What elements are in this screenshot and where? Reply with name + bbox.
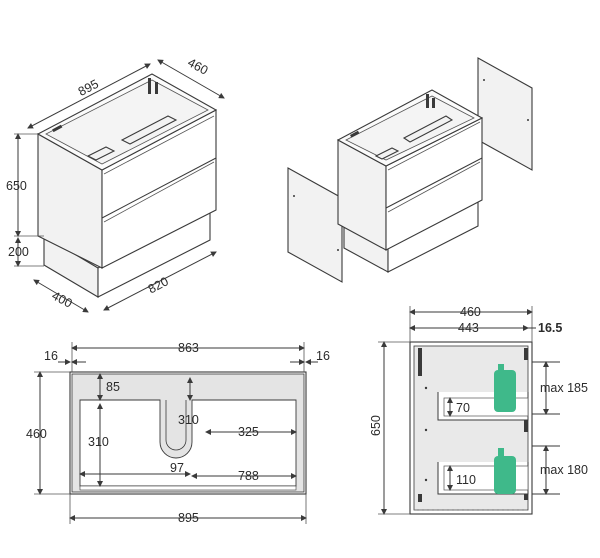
side-inner-depth-label: 443 (458, 321, 479, 335)
iso-exploded-view (287, 57, 533, 283)
iso-height-label: 650 (6, 179, 27, 193)
side-lower-drawer-label: 110 (456, 473, 476, 487)
side-lower-clearance-label: max 180 (540, 463, 588, 477)
iso-width-label: 895 (76, 77, 101, 99)
plan-left-height-label: 310 (88, 435, 109, 449)
plan-notch-height-label: 310 (178, 413, 199, 427)
plan-inner-width-label: 863 (178, 341, 199, 355)
plan-view: 863 16 16 460 85 310 310 325 97 788 (26, 341, 330, 525)
bottle-icon (494, 364, 516, 412)
plan-notch-width-label: 97 (170, 461, 184, 475)
side-back-panel-label: 16.5 (538, 321, 562, 335)
plan-notch-depth-label: 85 (106, 380, 120, 394)
iso-depth-label: 460 (185, 55, 210, 77)
iso-plinth-height-label: 200 (8, 245, 29, 259)
plan-right-panel-label: 16 (316, 349, 330, 363)
iso-plinth-depth-label: 400 (50, 289, 75, 311)
plan-bottom-width-label: 788 (238, 469, 259, 483)
bottle-icon (494, 448, 516, 494)
iso-cabinet-view: 895 460 650 200 400 820 (6, 55, 225, 313)
plan-side-width-label: 325 (238, 425, 259, 439)
plan-left-panel-label: 16 (44, 349, 58, 363)
plan-overall-width-label: 895 (178, 511, 199, 525)
side-overall-depth-label: 460 (460, 305, 481, 319)
side-height-label: 650 (369, 415, 383, 436)
side-upper-clearance-label: max 185 (540, 381, 588, 395)
side-section-view: 460 443 16.5 650 max 185 70 max 180 110 (369, 305, 588, 515)
plan-height-label: 460 (26, 427, 47, 441)
side-upper-drawer-label: 70 (456, 401, 470, 415)
